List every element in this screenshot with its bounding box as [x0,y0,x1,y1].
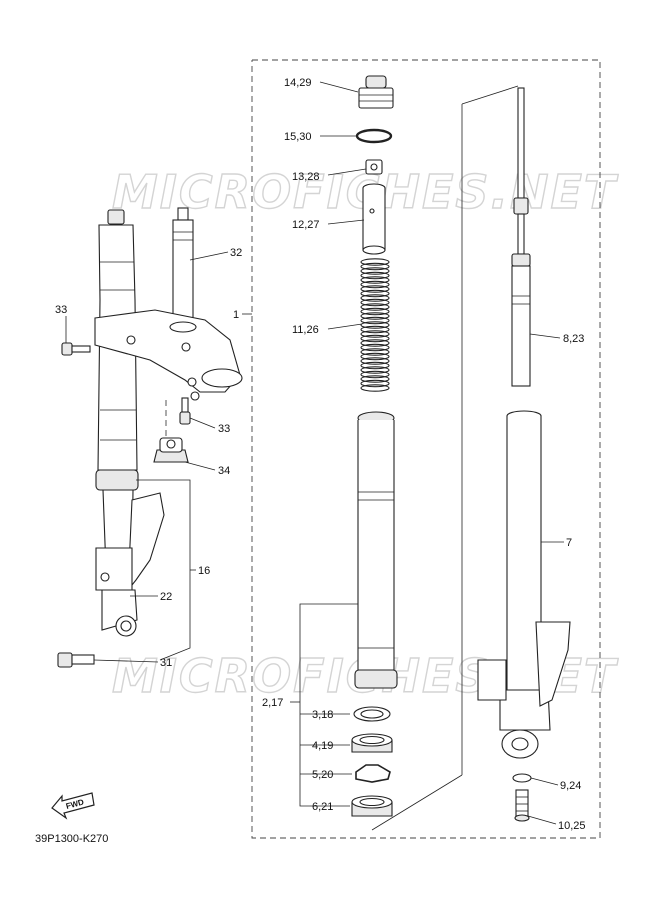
spring-coil [360,361,390,370]
o-ring [355,128,393,144]
callout-2-17: 2,17 [262,697,283,709]
spring-coil [360,321,390,329]
callout-1: 1 [233,309,239,321]
inner-tube [477,410,571,759]
spring-coil [360,375,390,383]
callout-33-left: 33 [55,304,67,316]
spring-coil [360,280,390,289]
assembled-fork [94,207,243,637]
spring-coil [360,357,390,365]
spring-coil [360,258,390,266]
spring-coil [360,294,390,302]
pinch-bolt-lower [179,397,191,425]
spring-coil [360,289,390,298]
pinch-bolt-left [61,342,91,356]
spring-coil [360,352,390,361]
callout-14-29: 14,29 [284,77,312,89]
callout-6-21: 6,21 [312,801,333,813]
spring-coil [360,339,390,347]
callout-34: 34 [218,465,230,477]
drain-washer [512,773,532,783]
stem-nut [153,437,189,463]
callout-3-18: 3,18 [312,709,333,721]
callout-16: 16 [198,565,210,577]
spring-coil [360,370,390,379]
callout-8-23: 8,23 [563,333,584,345]
spring-coil [360,307,390,316]
spring-coil [360,267,390,275]
spring-coil [360,325,390,334]
spring-coil [360,379,390,388]
axle-pinch-bolt [57,652,95,668]
lock-nut [365,159,383,175]
fwd-arrow-icon: FWD [51,792,95,820]
exploded-view-frame [251,59,601,839]
callout-labels: 14,29 15,30 13,28 12,27 11,26 1 8,23 7 2… [55,77,586,832]
spring-coil [360,262,390,271]
spring-coil [360,271,390,280]
washer [353,706,391,722]
fork-spring [360,258,390,392]
callout-12-27: 12,27 [292,219,320,231]
spring-coil [360,298,390,307]
callout-32: 32 [230,247,242,259]
damper-rod [511,87,531,387]
spring-coil [360,312,390,320]
callout-22: 22 [160,591,172,603]
callout-10-25: 10,25 [558,820,586,832]
cap-bolt [358,75,394,109]
spring-coil [360,303,390,311]
damper-bolt [514,789,530,822]
spring-coil [360,348,390,356]
exploded-leader-lines [242,81,564,831]
spring-coil [360,334,390,343]
callout-5-20: 5,20 [312,769,333,781]
callout-7: 7 [566,537,572,549]
spring-coil [360,285,390,293]
circlip [355,764,391,783]
spring-coil [360,276,390,284]
callout-13-28: 13,28 [292,171,320,183]
diagram-code: 39P1300-K270 [35,833,108,845]
spring-coil [360,366,390,374]
callout-33-lower: 33 [218,423,230,435]
spring-coil [360,330,390,338]
callout-31: 31 [160,657,172,669]
callout-11-26: 11,26 [292,324,319,336]
callout-4-19: 4,19 [312,740,333,752]
outer-tube [354,411,398,689]
callout-15-30: 15,30 [284,131,312,143]
spring-coil [360,316,390,325]
spring-coil [360,343,390,352]
dust-seal [351,795,393,817]
oil-seal [351,733,393,753]
left-leader-lines [65,251,229,663]
spring-coil [360,384,390,392]
spring-spacer [362,183,386,255]
callout-9-24: 9,24 [560,780,581,792]
